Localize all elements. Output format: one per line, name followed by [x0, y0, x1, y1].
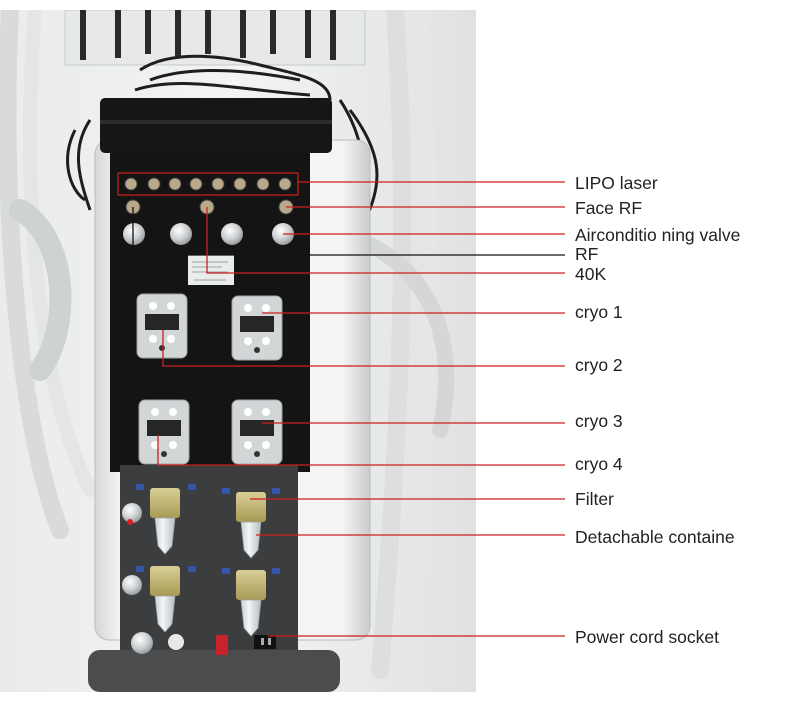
cabinet-top	[100, 98, 332, 153]
label-face-rf: Face RF	[575, 198, 643, 218]
label-cryo-2: cryo 2	[575, 355, 623, 375]
label-cryo-3: cryo 3	[575, 411, 623, 431]
label-filter: Filter	[575, 489, 614, 509]
label-cryo-4: cryo 4	[575, 454, 623, 474]
label-power-cord-socket: Power cord socket	[575, 627, 719, 647]
cryo-sockets	[136, 293, 283, 465]
label-rf: RF	[575, 244, 599, 264]
cabinet-base	[88, 650, 340, 692]
leader-line-cryo-4	[157, 435, 565, 466]
label-40k: 40K	[575, 264, 607, 284]
valve-knobs	[123, 223, 294, 245]
lipo-ports	[117, 172, 299, 196]
pressure-knobs	[122, 503, 153, 654]
hoses	[0, 10, 455, 679]
drain-port	[168, 634, 184, 650]
laser-pad-tray	[64, 10, 366, 66]
power-switch	[216, 635, 228, 655]
leader-line-rf	[132, 207, 565, 256]
label-lipo-laser: LIPO laser	[575, 173, 658, 193]
label-airconditioning-valve: Airconditio ning valve	[575, 225, 741, 245]
label-detachable-container: Detachable containe	[575, 527, 735, 547]
leader-line-cryo-2	[162, 330, 565, 367]
leader-line-40k	[206, 207, 565, 274]
label-cryo-1: cryo 1	[575, 302, 623, 322]
machine-photo	[0, 10, 476, 692]
